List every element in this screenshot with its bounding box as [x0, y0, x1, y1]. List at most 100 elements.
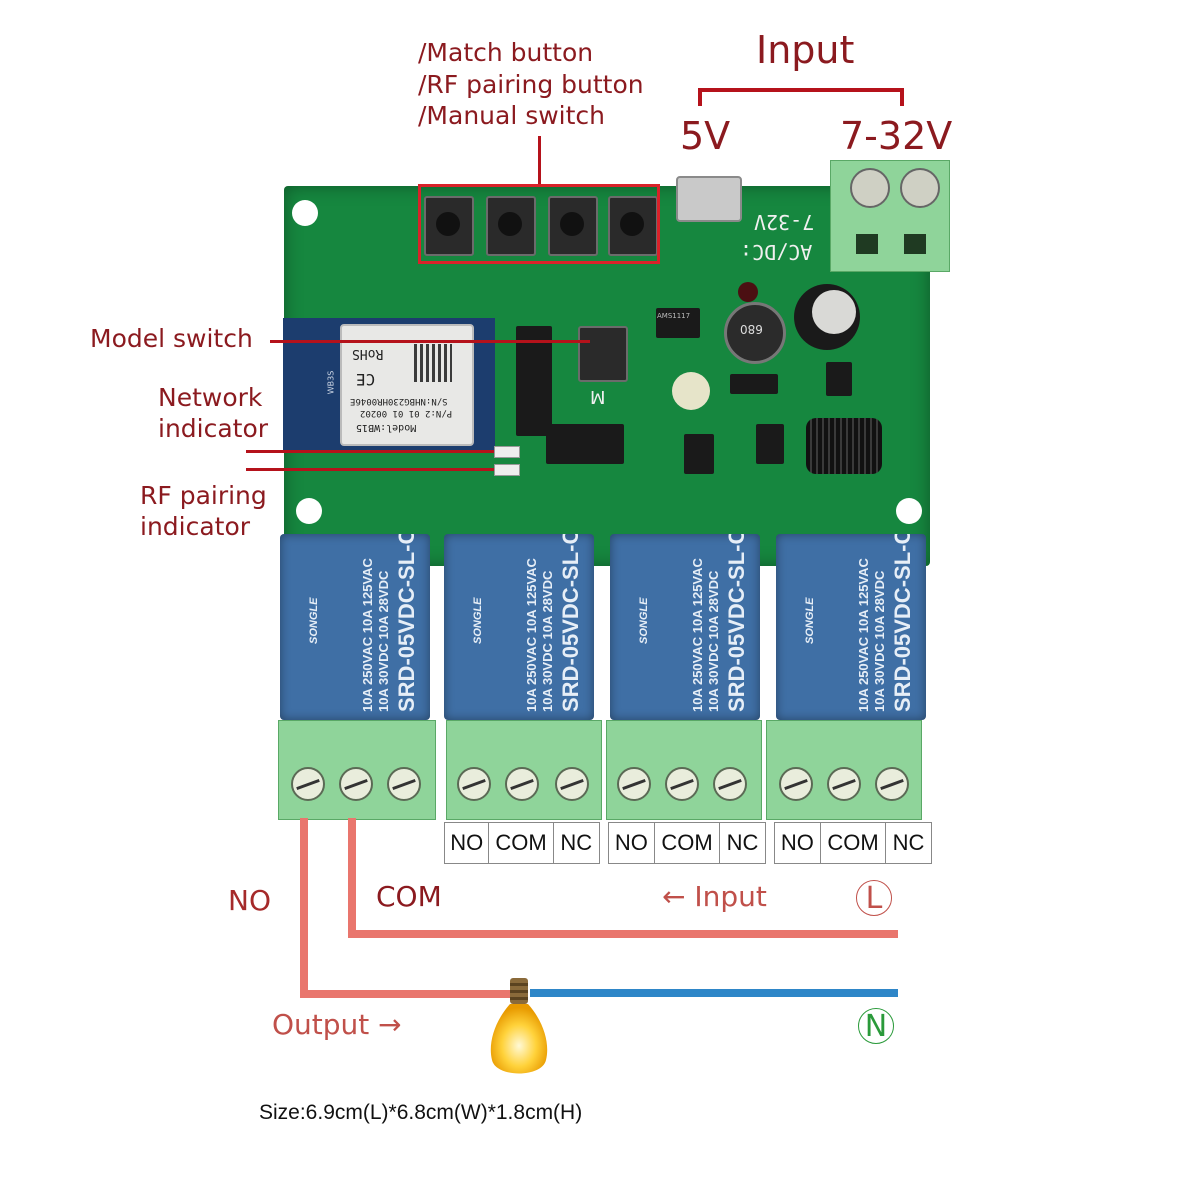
pin-com: COM [489, 823, 554, 863]
pin-com: COM [821, 823, 887, 863]
ic-chip-4 [684, 434, 714, 474]
relay-model: SRD-05VDC-SL-C [724, 534, 749, 712]
terminal-screw[interactable] [875, 767, 909, 801]
relay-2: SONGLE 10A 250VAC 10A 125VAC 10A 30VDC 1… [444, 534, 594, 720]
neutral-symbol: N [858, 1008, 894, 1044]
match-button-label: /Match button [418, 38, 594, 67]
wire-live-horizontal [348, 930, 898, 938]
relay-rating-1: 10A 250VAC 10A 125VAC [690, 558, 705, 712]
ce-mark: CE [356, 370, 376, 389]
inductor [724, 302, 786, 364]
relay-rating-1: 10A 250VAC 10A 125VAC [524, 558, 539, 712]
live-symbol: L [856, 880, 892, 916]
terminal-screw[interactable] [387, 767, 421, 801]
mount-hole-top-left [292, 200, 318, 226]
power-slot-1 [856, 234, 878, 254]
input-7-32v-label: 7-32V [840, 114, 953, 158]
pin-nc: NC [560, 830, 593, 855]
ic-chip-5 [756, 424, 784, 464]
network-indicator-led [494, 446, 520, 458]
relay-model: SRD-05VDC-SL-C [890, 534, 915, 712]
network-indicator-leader [246, 450, 494, 453]
terminal-screw[interactable] [505, 767, 539, 801]
pin-table-relay-2: NO COM NC [444, 822, 600, 864]
rf-pairing-button-label: /RF pairing button [418, 70, 644, 99]
relay-brand: SONGLE [308, 597, 320, 644]
terminal-screw[interactable] [827, 767, 861, 801]
match-button-3[interactable] [548, 196, 598, 256]
rf-pairing-indicator-leader [246, 468, 494, 471]
size-note: Size:6.9cm(L)*6.8cm(W)*1.8cm(H) [259, 1101, 583, 1124]
wire-com-vertical [348, 818, 356, 938]
relay-4-terminal [766, 720, 922, 820]
relay-rating-2: 10A 30VDC 10A 28VDC [706, 570, 721, 712]
wire-com-label: COM [376, 880, 442, 913]
terminal-screw[interactable] [339, 767, 373, 801]
pin-no: NO [445, 823, 490, 863]
terminal-screw[interactable] [713, 767, 747, 801]
relay-rating-1: 10A 250VAC 10A 125VAC [856, 558, 871, 712]
relay-model: SRD-05VDC-SL-C [394, 534, 419, 712]
terminal-screw[interactable] [617, 767, 651, 801]
power-screw-1[interactable] [850, 168, 890, 208]
serial-number: S/N:NHBG230HR0046E [350, 396, 448, 406]
pin-com: COM [655, 823, 721, 863]
terminal-screw[interactable] [665, 767, 699, 801]
terminal-screw[interactable] [291, 767, 325, 801]
pin-nc: NC [726, 830, 759, 855]
regulator-chip [656, 308, 700, 338]
silkscreen-acdc: AC/DC: [740, 240, 813, 264]
relay-brand: SONGLE [804, 597, 816, 644]
manual-switch-label: /Manual switch [418, 101, 606, 130]
regulator-marking: AMS1117 [657, 312, 691, 320]
rf-antenna-coil [806, 418, 882, 474]
match-button-1[interactable] [424, 196, 474, 256]
model-switch-label: Model switch [90, 324, 253, 353]
match-button-2[interactable] [486, 196, 536, 256]
model-switch-button[interactable] [578, 326, 628, 382]
network-indicator-label-2: indicator [158, 414, 269, 443]
wifi-module-shield: RoHS CE S/N:NHBG230HR0046E P/N:2 01 01 0… [340, 324, 474, 446]
ic-chip-1 [516, 326, 552, 436]
wire-neutral [530, 989, 898, 997]
antenna-marking: WB3S [326, 370, 336, 395]
match-button-4[interactable] [608, 196, 658, 256]
relay-1-terminal [278, 720, 436, 820]
relay-rating-1: 10A 250VAC 10A 125VAC [360, 558, 375, 712]
relay-3-terminal [606, 720, 762, 820]
relay-rating-2: 10A 30VDC 10A 28VDC [376, 570, 391, 712]
input-bracket-left [698, 88, 702, 106]
rf-pairing-indicator-led [494, 464, 520, 476]
qr-code [414, 344, 452, 382]
input-arrow-label: ← Input [662, 880, 767, 913]
model-switch-marking: M [590, 386, 606, 407]
pin-no: NO [775, 823, 821, 863]
terminal-screw[interactable] [779, 767, 813, 801]
relay-model: SRD-05VDC-SL-C [558, 534, 583, 712]
relay-brand: SONGLE [472, 597, 484, 644]
relay-brand: SONGLE [638, 597, 650, 644]
relay-4: SONGLE 10A 250VAC 10A 125VAC 10A 30VDC 1… [776, 534, 926, 720]
mount-hole-bottom-left [296, 498, 322, 524]
terminal-screw[interactable] [457, 767, 491, 801]
part-number: P/N:2 01 01 00202 [360, 408, 453, 418]
power-screw-2[interactable] [900, 168, 940, 208]
terminal-screw[interactable] [555, 767, 589, 801]
mount-hole-bottom-right [896, 498, 922, 524]
rf-pairing-indicator-label-2: indicator [140, 512, 251, 541]
power-slot-2 [904, 234, 926, 254]
model-switch-leader [270, 340, 590, 343]
pin-table-relay-4: NO COM NC [774, 822, 932, 864]
output-arrow-label: Output → [272, 1008, 402, 1041]
buttons-highlight-box [418, 184, 660, 264]
relay-3: SONGLE 10A 250VAC 10A 125VAC 10A 30VDC 1… [610, 534, 760, 720]
relay-1: SONGLE 10A 250VAC 10A 125VAC 10A 30VDC 1… [280, 534, 430, 720]
module-model: Model:WB15 [356, 422, 417, 433]
relay-rating-2: 10A 30VDC 10A 28VDC [540, 570, 555, 712]
relay-2-terminal [446, 720, 602, 820]
micro-usb-port[interactable] [676, 176, 742, 222]
pin-table-relay-3: NO COM NC [608, 822, 766, 864]
input-bracket-top [698, 88, 904, 92]
pin-no: NO [609, 823, 655, 863]
silkscreen-voltage: 7-32V [754, 210, 815, 234]
